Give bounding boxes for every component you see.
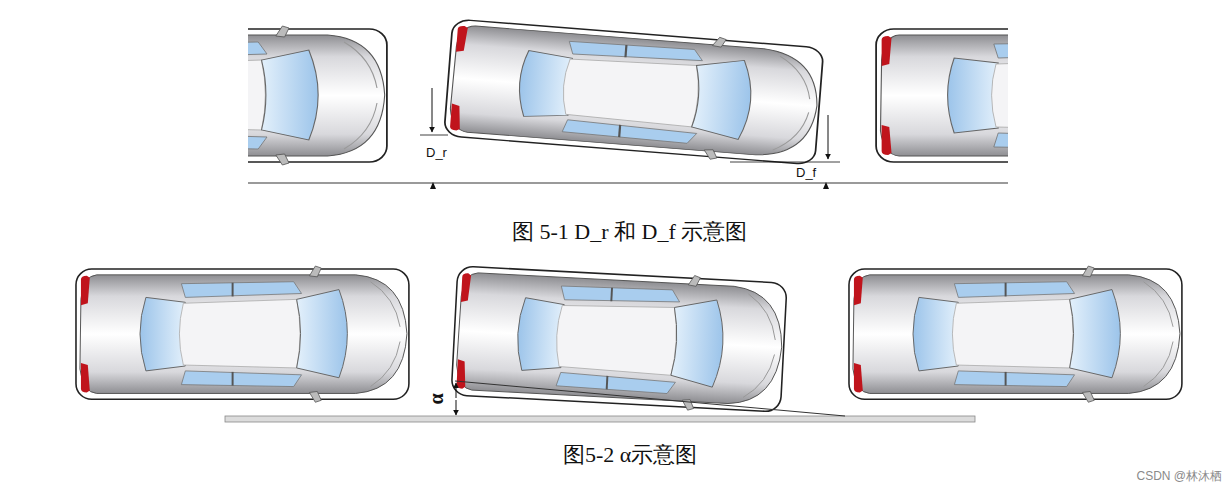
dimension-arrow xyxy=(432,88,433,132)
figure-caption: 图 5-1 D_r 和 D_f 示意图 xyxy=(512,220,747,244)
angle-arrow xyxy=(456,400,457,415)
dimension-line xyxy=(730,162,840,163)
angle-line xyxy=(455,381,845,416)
curb-line xyxy=(248,182,1008,184)
car-right xyxy=(849,266,1182,402)
dimension-label: D_r xyxy=(426,146,447,160)
curb-bar xyxy=(225,416,975,422)
angle-arrow xyxy=(456,383,457,398)
dimension-arrow xyxy=(828,115,829,159)
car-middle xyxy=(444,16,824,167)
figure-top xyxy=(248,16,1008,167)
figure-caption: 图5-2 α示意图 xyxy=(563,443,697,467)
car-right xyxy=(876,26,1008,165)
car-left xyxy=(76,266,409,402)
car-left xyxy=(248,26,387,165)
ground-tick xyxy=(823,182,829,189)
figure-bottom xyxy=(76,263,1182,415)
car-middle xyxy=(451,263,787,415)
dimension-line xyxy=(420,135,448,136)
dimension-label: D_f xyxy=(796,166,816,180)
ground-tick xyxy=(430,182,436,189)
watermark: CSDN @林沐栖 xyxy=(1136,470,1222,483)
angle-label: α xyxy=(425,393,447,404)
